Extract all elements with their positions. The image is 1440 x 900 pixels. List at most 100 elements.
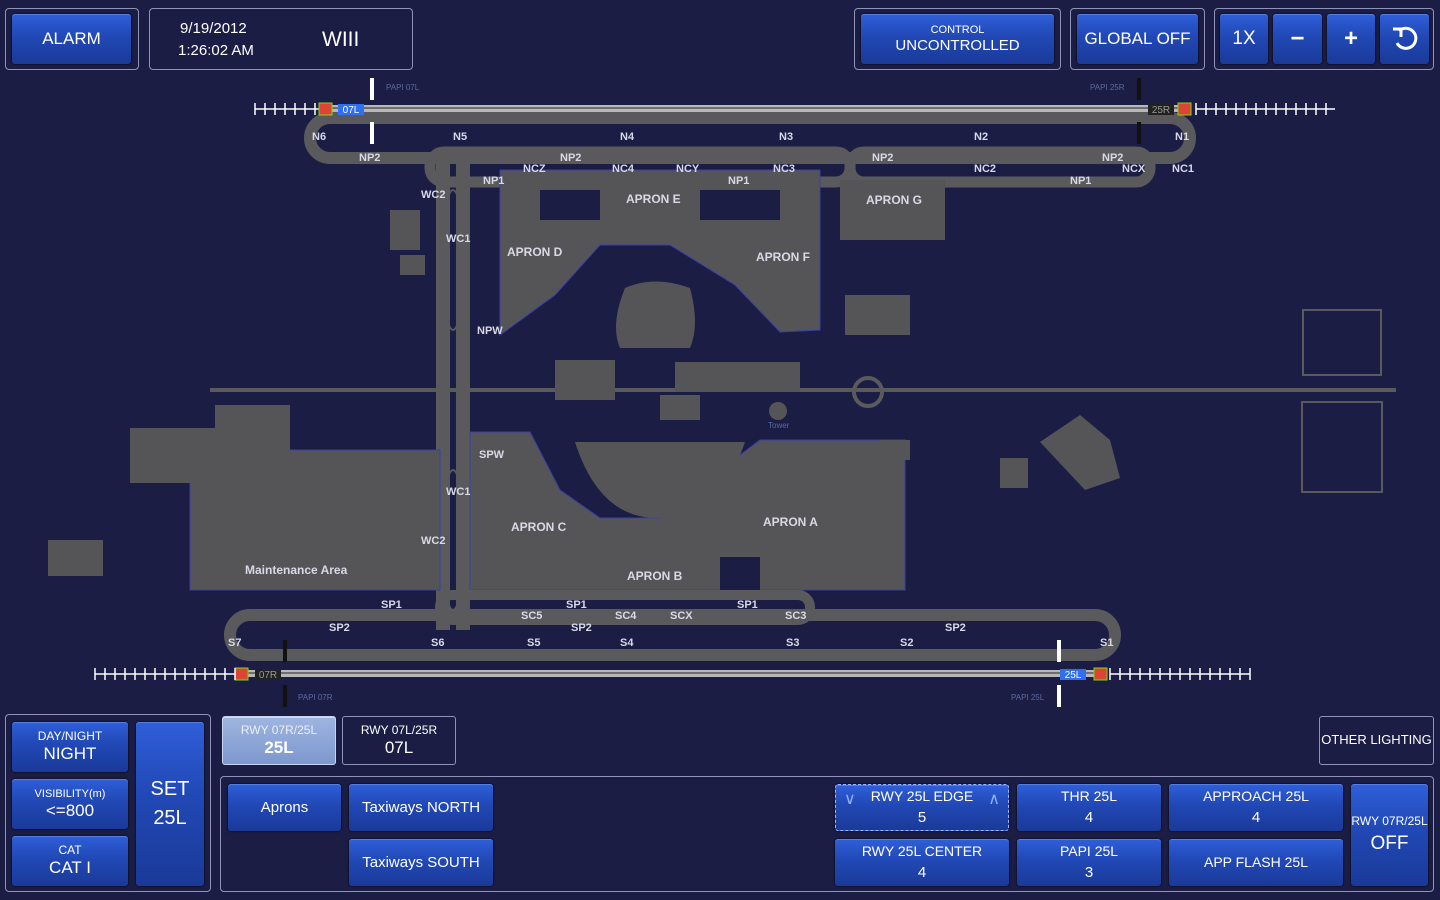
set-value: 25L (153, 807, 187, 829)
other-lighting-button[interactable]: OTHER LIGHTING (1319, 716, 1434, 765)
taxiways-north-button[interactable]: Taxiways NORTH (349, 784, 493, 831)
apron-d-label[interactable]: APRON D (507, 245, 563, 259)
taxi-np1-label[interactable]: NP1 (1070, 175, 1091, 187)
refresh-icon (1392, 26, 1417, 50)
taxi-sp2-label[interactable]: SP2 (329, 622, 350, 634)
taxi-np2-label[interactable]: NP2 (560, 152, 581, 164)
apron-g-label[interactable]: APRON G (866, 193, 922, 207)
papi-value: 3 (1084, 864, 1094, 882)
taxi-np2-label[interactable]: NP2 (872, 152, 893, 164)
exit-n1-label[interactable]: N1 (1175, 131, 1189, 143)
maintenance-area-label[interactable]: Maintenance Area (245, 563, 348, 577)
taxi-nc4-label[interactable]: NC4 (612, 163, 635, 175)
taxi-nc1-label[interactable]: NC1 (1172, 163, 1194, 175)
taxi-nc3-label[interactable]: NC3 (773, 163, 795, 175)
app-flash-label: APP FLASH 25L (1203, 854, 1309, 871)
taxi-np1-label[interactable]: NP1 (483, 175, 504, 187)
taxi-sp2-label[interactable]: SP2 (945, 622, 966, 634)
taxi-wc2-south-label[interactable]: WC2 (421, 535, 445, 547)
chevron-down-icon[interactable]: ∨ (844, 791, 856, 808)
exit-s5-label[interactable]: S5 (527, 637, 540, 649)
exit-s4-label[interactable]: S4 (620, 637, 634, 649)
taxi-np2-label[interactable]: NP2 (359, 152, 380, 164)
rwy-07r-25l-power-button[interactable]: RWY 07R/25L OFF (1351, 784, 1428, 886)
taxi-npw-label[interactable]: NPW (477, 325, 503, 337)
edge-label: RWY 25L EDGE (870, 788, 974, 805)
cat-button[interactable]: CAT CAT I (12, 836, 128, 886)
exit-n5-label[interactable]: N5 (453, 131, 467, 143)
zoom-in-button[interactable]: + (1327, 14, 1375, 64)
apron-a-label[interactable]: APRON A (763, 515, 818, 529)
aprons-button[interactable]: Aprons (228, 784, 341, 831)
taxi-sp1-label[interactable]: SP1 (737, 599, 758, 611)
taxi-np2-label[interactable]: NP2 (1102, 152, 1123, 164)
rwy-25r-label[interactable]: 25R (1152, 105, 1170, 116)
taxi-wc1-south-label[interactable]: WC1 (446, 486, 470, 498)
alarm-button[interactable]: ALARM (12, 14, 131, 64)
apron-c-label[interactable]: APRON C (511, 520, 567, 534)
thr-25l-button[interactable]: THR 25L 4 (1017, 784, 1161, 831)
apron-e-label[interactable]: APRON E (626, 192, 681, 206)
taxi-scx-label[interactable]: SCX (670, 610, 693, 622)
day-night-label: DAY/NIGHT (37, 729, 103, 744)
papi-25r-label: PAPI 25R (1090, 83, 1125, 92)
taxi-ncx-label[interactable]: NCX (1122, 163, 1146, 175)
exit-n6-label[interactable]: N6 (312, 131, 326, 143)
map-geometry (48, 78, 1396, 707)
exit-s3-label[interactable]: S3 (786, 637, 799, 649)
papi-25l-button[interactable]: PAPI 25L 3 (1017, 839, 1161, 886)
papi-07l-label: PAPI 07L (386, 83, 420, 92)
alarm-label: ALARM (42, 29, 101, 49)
taxi-ncy-label[interactable]: NCY (676, 163, 700, 175)
taxi-sc4-label[interactable]: SC4 (615, 610, 637, 622)
tower-label: Tower (768, 421, 790, 430)
approach-25l-button[interactable]: APPROACH 25L 4 (1169, 784, 1343, 831)
apron-f-label[interactable]: APRON F (756, 250, 810, 264)
apron-b-label[interactable]: APRON B (627, 569, 683, 583)
runway-tab-value: 25L (264, 737, 294, 757)
zoom-level-button[interactable]: 1X (1220, 14, 1268, 64)
exit-s6-label[interactable]: S6 (431, 637, 444, 649)
exit-s1-label[interactable]: S1 (1100, 637, 1113, 649)
papi-label: PAPI 25L (1059, 843, 1119, 860)
taxi-spw-label[interactable]: SPW (479, 449, 505, 461)
taxi-sp1-label[interactable]: SP1 (381, 599, 402, 611)
rwy-25l-center-button[interactable]: RWY 25L CENTER 4 (835, 839, 1009, 886)
zoom-out-button[interactable]: − (1273, 14, 1322, 64)
reset-button[interactable] (1380, 14, 1429, 64)
taxi-np1-label[interactable]: NP1 (728, 175, 749, 187)
rwy-25l-label[interactable]: 25L (1065, 670, 1082, 681)
exit-s2-label[interactable]: S2 (900, 637, 913, 649)
visibility-button[interactable]: VISIBILITY(m) <=800 (12, 779, 128, 829)
taxi-sp1-label[interactable]: SP1 (566, 599, 587, 611)
visibility-label: VISIBILITY(m) (34, 787, 106, 800)
global-off-button[interactable]: GLOBAL OFF (1077, 14, 1198, 64)
taxi-sp2-label[interactable]: SP2 (571, 622, 592, 634)
rwy-25l-edge-button[interactable]: ∨ ∧ RWY 25L EDGE 5 (835, 784, 1009, 831)
taxi-nc2-label[interactable]: NC2 (974, 163, 996, 175)
set-runway-button[interactable]: SET 25L (136, 722, 204, 886)
rwy-07r-label[interactable]: 07R (259, 670, 277, 681)
taxi-ncz-label[interactable]: NCZ (523, 163, 546, 175)
approach-value: 4 (1251, 809, 1261, 827)
exit-n3-label[interactable]: N3 (779, 131, 793, 143)
time-text: 1:26:02 AM (178, 42, 254, 59)
day-night-button[interactable]: DAY/NIGHT NIGHT (12, 722, 128, 772)
taxi-wc1-north-label[interactable]: WC1 (446, 233, 470, 245)
runway-tab-07r-25l[interactable]: RWY 07R/25L 25L (222, 716, 336, 765)
exit-s7-label[interactable]: S7 (228, 637, 241, 649)
rwy-07l-label[interactable]: 07L (343, 105, 360, 116)
cat-value: CAT I (49, 858, 91, 878)
app-flash-25l-button[interactable]: APP FLASH 25L (1169, 839, 1343, 886)
taxi-sc5-label[interactable]: SC5 (521, 610, 542, 622)
taxiways-south-button[interactable]: Taxiways SOUTH (349, 839, 493, 886)
thr-label: THR 25L (1060, 788, 1118, 805)
cat-label: CAT (58, 843, 82, 858)
taxi-wc2-north-label[interactable]: WC2 (421, 189, 445, 201)
exit-n4-label[interactable]: N4 (620, 131, 635, 143)
runway-tab-07l-25r[interactable]: RWY 07L/25R 07L (342, 716, 456, 765)
control-mode-button[interactable]: CONTROL UNCONTROLLED (861, 14, 1054, 64)
chevron-up-icon[interactable]: ∧ (988, 791, 1000, 808)
exit-n2-label[interactable]: N2 (974, 131, 988, 143)
taxi-sc3-label[interactable]: SC3 (785, 610, 806, 622)
